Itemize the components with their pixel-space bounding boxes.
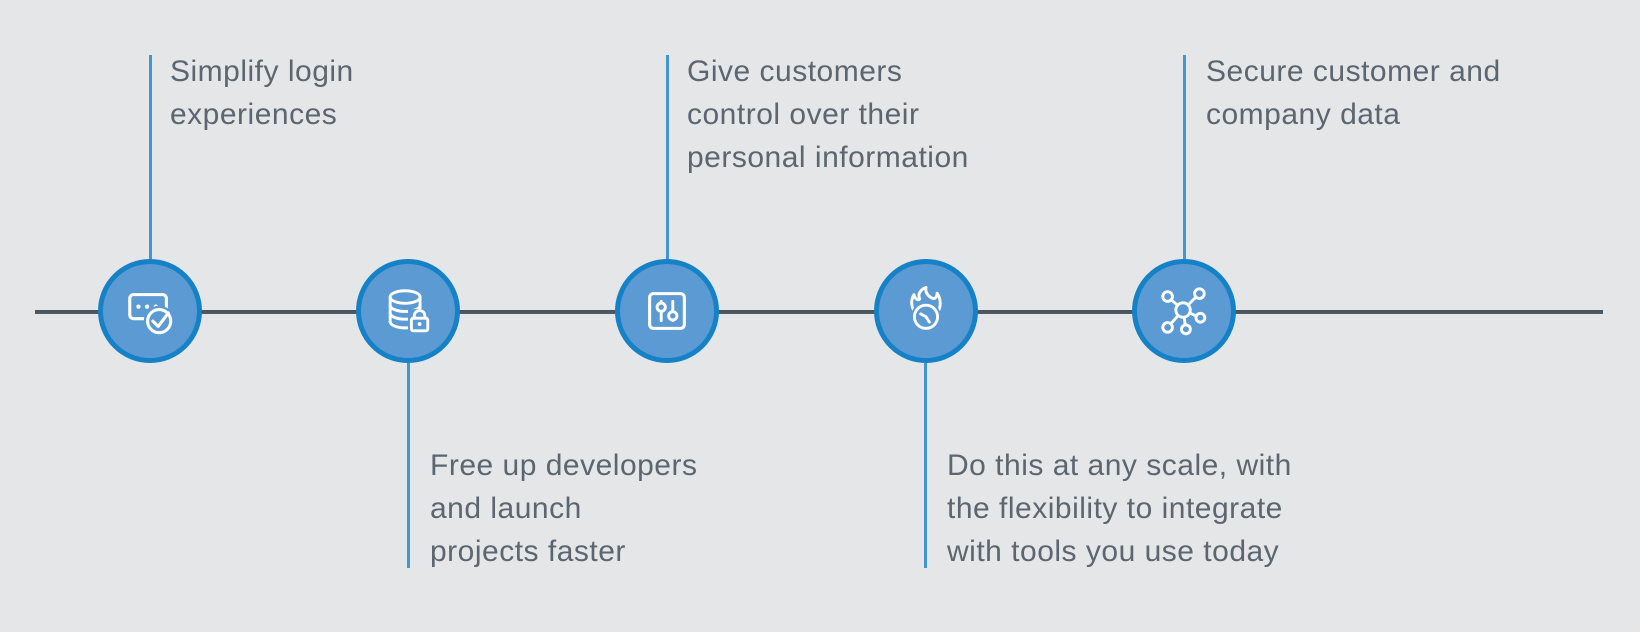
label-line: with tools you use today bbox=[947, 535, 1280, 568]
flame-clock-icon bbox=[909, 285, 942, 332]
milestone-label: Secure customer and company data bbox=[1206, 50, 1501, 136]
network-hub-icon bbox=[1161, 287, 1207, 336]
connector-line bbox=[148, 55, 152, 259]
timeline-node-4 bbox=[873, 259, 978, 363]
connector-line bbox=[1182, 55, 1186, 259]
milestone-label: Simplify login experiences bbox=[170, 50, 354, 136]
password-check-icon bbox=[128, 293, 175, 337]
label-line: and launch bbox=[430, 492, 582, 525]
label-line: personal information bbox=[687, 141, 969, 174]
label-line: Give customers bbox=[687, 55, 903, 88]
label-line: company data bbox=[1206, 98, 1401, 131]
label-line: Free up developers bbox=[430, 449, 698, 482]
milestone-label: Free up developers and launch projects f… bbox=[430, 444, 698, 573]
label-line: Do this at any scale, with bbox=[947, 449, 1292, 482]
label-line: projects faster bbox=[430, 535, 626, 568]
timeline-node-5 bbox=[1132, 259, 1236, 363]
timeline-axis bbox=[35, 310, 1603, 314]
connector-line bbox=[406, 363, 410, 568]
label-line: Secure customer and bbox=[1206, 55, 1501, 88]
milestone-label: Give customers control over their person… bbox=[687, 50, 969, 179]
connector-line bbox=[665, 55, 669, 259]
timeline-node-1 bbox=[98, 259, 202, 363]
timeline-node-3 bbox=[615, 259, 719, 363]
timeline-node-2 bbox=[356, 259, 460, 363]
label-line: Simplify login bbox=[170, 55, 354, 88]
label-line: the flexibility to integrate bbox=[947, 492, 1283, 525]
milestone-label: Do this at any scale, with the flexibili… bbox=[947, 444, 1292, 573]
database-lock-icon bbox=[388, 289, 432, 333]
label-line: experiences bbox=[170, 98, 338, 131]
label-line: control over their bbox=[687, 98, 920, 131]
sliders-icon bbox=[648, 292, 686, 330]
connector-line bbox=[924, 363, 927, 568]
